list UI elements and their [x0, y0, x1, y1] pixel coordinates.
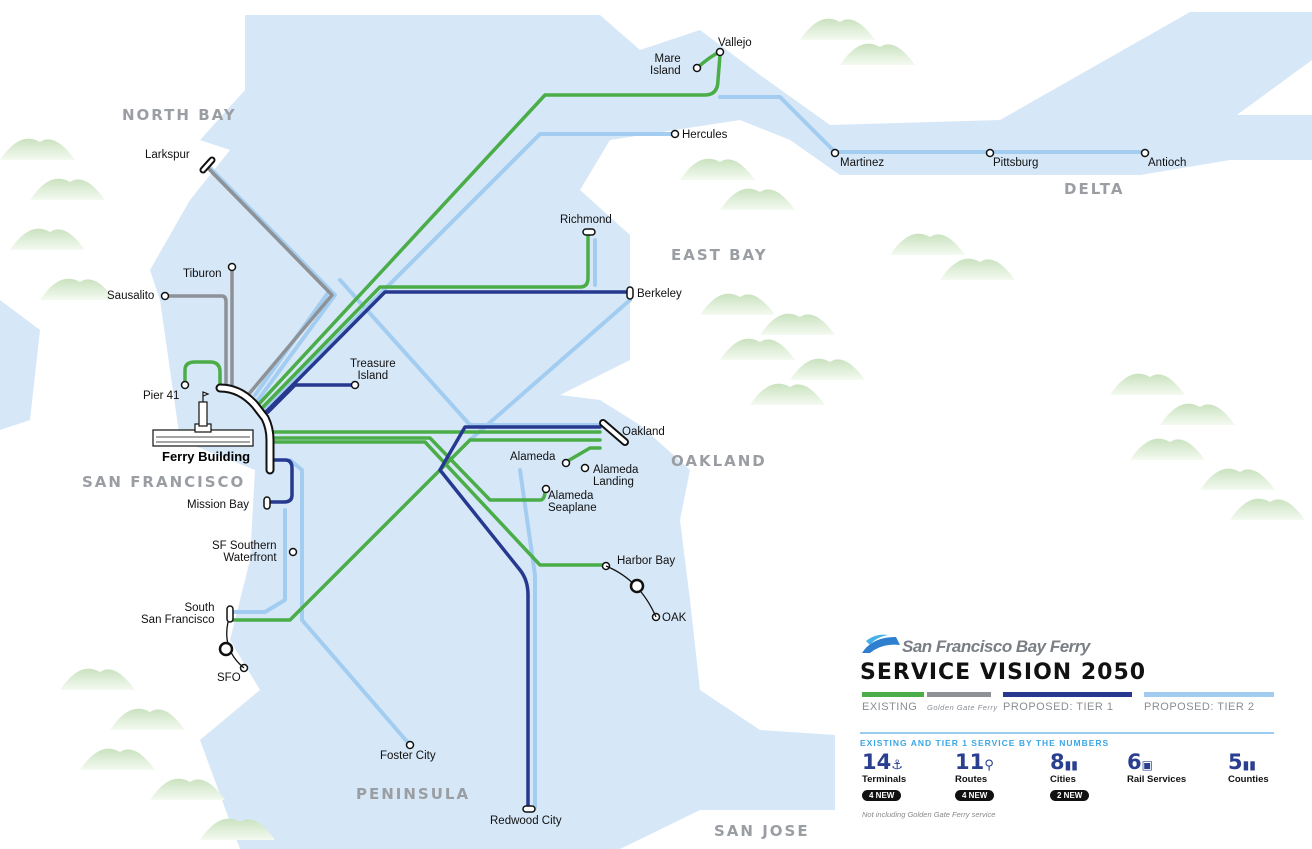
- terminal-berkeley[interactable]: Berkeley: [637, 288, 682, 300]
- terminal-oakland[interactable]: Oakland: [622, 426, 665, 438]
- terminal-antioch[interactable]: Antioch: [1148, 157, 1187, 169]
- terminal-hercules[interactable]: Hercules: [682, 129, 728, 141]
- region-east-bay: EAST BAY: [671, 246, 768, 264]
- tier2-label: PROPOSED: TIER 2: [1144, 701, 1255, 713]
- terminal-mission-bay[interactable]: Mission Bay: [187, 499, 249, 511]
- terminal-harbor-bay[interactable]: Harbor Bay: [617, 555, 676, 567]
- terminal-pittsburg[interactable]: Pittsburg: [993, 157, 1039, 169]
- by-numbers-heading: EXISTING AND TIER 1 SERVICE BY THE NUMBE…: [860, 738, 1110, 748]
- region-oakland: OAKLAND: [671, 452, 767, 470]
- tier2-swatch: [1144, 692, 1274, 697]
- terminal-pier-41[interactable]: Pier 41: [143, 390, 180, 402]
- terminal-alameda[interactable]: Alameda: [510, 451, 556, 463]
- region-north-bay: NORTH BAY: [122, 106, 237, 124]
- golden-gate-routes: [163, 163, 334, 397]
- terminal-sfo[interactable]: SFO: [217, 672, 241, 684]
- existing-swatch: [862, 692, 924, 697]
- region-san-francisco: SAN FRANCISCO: [82, 473, 246, 491]
- tier1-swatch: [1003, 692, 1132, 697]
- region-san-jose: SAN JOSE: [714, 822, 810, 840]
- ferry-building-icon: [152, 391, 254, 447]
- terminal-sausalito[interactable]: Sausalito: [107, 290, 155, 302]
- terminal-richmond[interactable]: Richmond: [560, 214, 612, 226]
- terminal-south-sf[interactable]: South San Francisco: [141, 602, 215, 626]
- tier2-routes: [208, 95, 1147, 810]
- terminal-alameda-landing[interactable]: Alameda Landing: [593, 464, 639, 488]
- existing-label: EXISTING: [862, 701, 918, 713]
- train-icon: ▣: [1141, 758, 1153, 772]
- legend-title: SERVICE VISION 2050: [860, 660, 1147, 685]
- footnote: Not including Golden Gate Ferry service: [862, 810, 996, 819]
- terminal-martinez[interactable]: Martinez: [840, 157, 885, 169]
- terminal-foster-city[interactable]: Foster City: [380, 750, 436, 762]
- terminal-oak[interactable]: OAK: [662, 612, 687, 624]
- terminal-stops[interactable]: [160, 47, 1150, 813]
- tier1-routes: [264, 290, 632, 810]
- golden-gate-label: Golden Gate Ferry: [927, 703, 998, 712]
- route-pin-icon: ⚲: [984, 758, 994, 773]
- terminal-alameda-seaplane[interactable]: Alameda Seaplane: [548, 490, 597, 514]
- terminal-ferry-building[interactable]: Ferry Building: [162, 449, 251, 464]
- terminal-treasure-island[interactable]: Treasure Island: [350, 358, 396, 382]
- terminal-larkspur[interactable]: Larkspur: [145, 149, 190, 161]
- legend-divider: [860, 732, 1274, 734]
- stat-counties: 5▮▮Counties: [1228, 750, 1269, 785]
- stat-rail-services: 6▣Rail Services: [1127, 750, 1187, 785]
- terminal-redwood-city[interactable]: Redwood City: [490, 815, 562, 827]
- terminal-vallejo[interactable]: Vallejo: [718, 37, 752, 49]
- buildings-icon: ▮▮: [1064, 758, 1078, 772]
- buildings-icon: ▮▮: [1242, 758, 1256, 772]
- terminal-tiburon[interactable]: Tiburon: [183, 268, 222, 280]
- anchor-icon: ⚓: [891, 758, 903, 773]
- region-peninsula: PENINSULA: [356, 785, 471, 803]
- terminal-mare-island[interactable]: Mare Island: [650, 53, 681, 77]
- tier1-label: PROPOSED: TIER 1: [1003, 701, 1114, 713]
- airport-shuttles: [218, 565, 657, 669]
- region-delta: DELTA: [1064, 180, 1125, 198]
- terminal-sf-southern-waterfront[interactable]: SF Southern Waterfront: [212, 540, 277, 564]
- golden-gate-swatch: [927, 692, 991, 697]
- brand-name: San Francisco Bay Ferry: [902, 637, 1090, 656]
- bay-water: [0, 12, 1312, 849]
- ferry-logo-icon: [862, 634, 900, 653]
